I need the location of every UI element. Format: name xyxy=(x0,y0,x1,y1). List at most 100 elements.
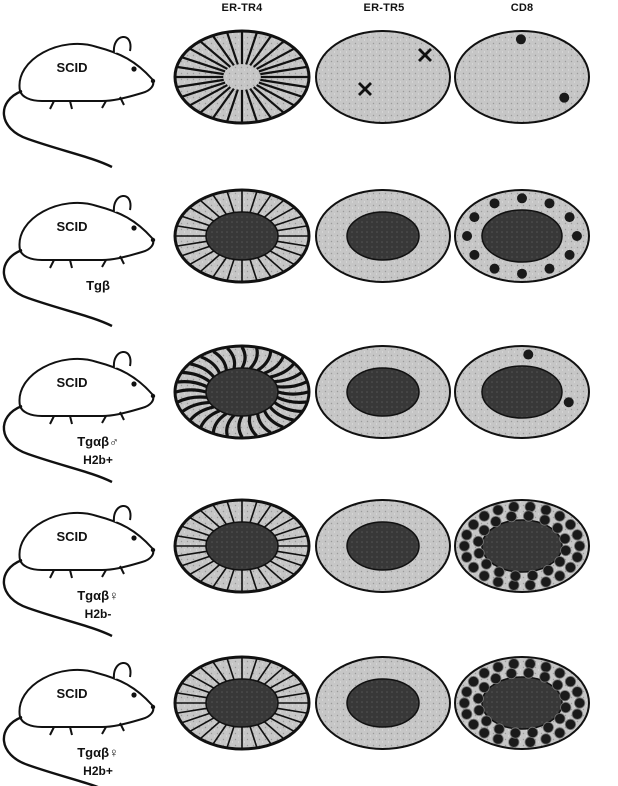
cd8-cell-dot xyxy=(509,737,519,747)
cd8-cell-dot xyxy=(559,93,569,103)
cd8-cell-dot xyxy=(481,559,491,569)
cd8-cell-dot xyxy=(572,231,582,241)
cd8-cell-dot xyxy=(493,577,503,587)
mouse-nose xyxy=(151,705,155,709)
genotype-label: Tgβ xyxy=(86,278,110,293)
cd8-cell-dot xyxy=(481,716,491,726)
cd8-cell-dot xyxy=(552,523,562,533)
cd8-cell-dot xyxy=(468,676,478,686)
mouse-label: SCID xyxy=(56,375,87,390)
cd8-cell-dot xyxy=(510,571,520,581)
cd8-cell-dot xyxy=(462,530,472,540)
mouse-label: SCID xyxy=(56,686,87,701)
cd8-cell-dot xyxy=(523,511,533,521)
cd8-cell-dot xyxy=(473,693,483,703)
row-4: SCIDTgαβ♀H2b- xyxy=(4,500,589,636)
mouse-ear xyxy=(114,196,131,212)
medulla xyxy=(482,520,562,572)
cd8-cell-dot xyxy=(541,662,551,672)
cd8-cell-dot xyxy=(493,734,503,744)
cd8-cell-dot xyxy=(494,567,504,577)
cd8-cell-dot xyxy=(555,713,565,723)
mouse-label: SCID xyxy=(56,219,87,234)
mouse-ear xyxy=(114,37,131,53)
row-5: SCID Tgαβ♀ H2b+ xyxy=(4,657,589,786)
cd8-cell-dot xyxy=(525,580,535,590)
cd8-cell-dot xyxy=(525,659,535,669)
cd8-cell-dot xyxy=(506,668,516,678)
genotype-label: Tgαβ♀ xyxy=(77,745,119,760)
cd8-cell-dot xyxy=(565,212,575,222)
cd8-cell-dot xyxy=(574,698,584,708)
cd8-cell-dot xyxy=(509,659,519,669)
cd8-cell-dot xyxy=(468,562,478,572)
cd8-lobe xyxy=(455,31,589,123)
cd8-cell-dot xyxy=(523,668,533,678)
cd8-cell-dot xyxy=(540,672,550,682)
mouse-label: SCID xyxy=(56,60,87,75)
cd8-cell-dot xyxy=(560,691,570,701)
cd8-cell-dot xyxy=(565,719,575,729)
mouse-nose xyxy=(151,548,155,552)
cd8-cell-dot xyxy=(479,511,489,521)
cd8-cell-dot xyxy=(541,505,551,515)
cd8-cell-dot xyxy=(544,198,554,208)
cd8-cell-dot xyxy=(541,734,551,744)
cd8-cell-dot xyxy=(506,511,516,521)
cd8-cell-dot xyxy=(479,728,489,738)
mouse-eye xyxy=(131,381,136,386)
cd8-cell-dot xyxy=(517,269,527,279)
mouse-nose xyxy=(151,79,155,83)
cd8-cell-dot xyxy=(494,724,504,734)
cd8-cell-dot xyxy=(479,682,489,692)
cd8-cell-dot xyxy=(523,350,533,360)
medulla xyxy=(482,677,562,729)
cd8-cell-dot xyxy=(490,198,500,208)
medulla xyxy=(206,679,278,727)
genotype-label: Tgαβ♂ xyxy=(77,434,119,449)
genotype-label: Tgαβ♀ xyxy=(77,588,119,603)
medulla xyxy=(482,210,562,262)
row-3: SCID Tgαβ♂ H2b+ xyxy=(4,346,589,482)
cd8-cell-dot xyxy=(564,397,574,407)
cd8-cell-dot xyxy=(555,571,565,581)
cd8-cell-dot xyxy=(555,511,565,521)
mhc-label: H2b+ xyxy=(83,453,113,467)
cd8-cell-dot xyxy=(561,702,571,712)
cd8-cell-dot xyxy=(493,662,503,672)
cd8-cell-dot xyxy=(565,676,575,686)
mouse-eye xyxy=(131,535,136,540)
cd8-cell-dot xyxy=(527,727,537,737)
mouse-eye xyxy=(131,225,136,230)
cd8-cell-dot xyxy=(459,541,469,551)
cd8-cell-dot xyxy=(574,541,584,551)
cd8-cell-dot xyxy=(541,577,551,587)
cd8-cell-dot xyxy=(491,673,501,683)
mouse-ear xyxy=(114,663,131,679)
cd8-cell-dot xyxy=(490,264,500,274)
medulla xyxy=(347,368,419,416)
cd8-cell-dot xyxy=(527,570,537,580)
medulla xyxy=(206,522,278,570)
medulla xyxy=(482,366,562,418)
mouse-ear xyxy=(114,352,131,368)
cd8-cell-dot xyxy=(555,668,565,678)
mouse-ear xyxy=(114,506,131,522)
cd8-cell-dot xyxy=(525,737,535,747)
cd8-cell-dot xyxy=(469,250,479,260)
cd8-cell-dot xyxy=(462,552,472,562)
cd8-cell-dot xyxy=(473,536,483,546)
cd8-cell-dot xyxy=(462,687,472,697)
cd8-cell-dot xyxy=(493,505,503,515)
cd8-cell-dot xyxy=(572,709,582,719)
mhc-label: H2b+ xyxy=(83,764,113,778)
cd8-cell-dot xyxy=(479,571,489,581)
cd8-cell-dot xyxy=(572,687,582,697)
cd8-cell-dot xyxy=(525,502,535,512)
row-2: SCID Tgβ xyxy=(4,190,589,326)
cd8-cell-dot xyxy=(560,534,570,544)
cd8-cell-dot xyxy=(565,519,575,529)
cd8-cell-dot xyxy=(474,705,484,715)
cd8-cell-dot xyxy=(543,565,553,575)
cd8-cell-dot xyxy=(561,545,571,555)
